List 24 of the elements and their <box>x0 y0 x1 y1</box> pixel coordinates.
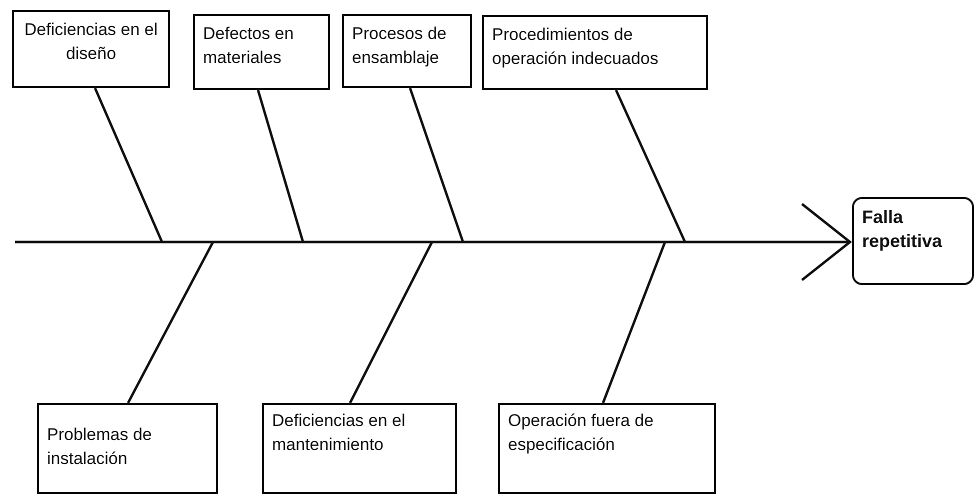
cause-box <box>12 10 170 88</box>
bone-line <box>256 90 304 242</box>
spine-arrow <box>15 202 852 282</box>
bone-line <box>408 88 464 242</box>
cause-box <box>37 403 218 494</box>
cause-box <box>498 403 716 494</box>
bone-line <box>126 241 214 404</box>
bone-line <box>602 242 666 404</box>
cause-label: Problemas de instalación <box>47 424 153 470</box>
cause-box <box>193 14 330 90</box>
bone-line <box>614 89 686 243</box>
cause-label: Deficiencias en el diseño <box>23 19 159 65</box>
effect-box <box>852 197 974 285</box>
cause-box <box>482 15 708 90</box>
bone-line <box>94 88 164 242</box>
cause-box <box>342 14 472 88</box>
cause-box <box>262 403 457 494</box>
effect-label: Falla repetitiva <box>862 206 944 253</box>
cause-label: Procedimientos de operación indecuados <box>492 24 660 70</box>
cause-label: Procesos de ensamblaje <box>352 23 448 69</box>
cause-label: Defectos en materiales <box>203 23 295 69</box>
cause-label: Deficiencias en el mantenimiento <box>272 410 406 456</box>
bone-line <box>348 241 434 404</box>
cause-label: Operación fuera de especificación <box>508 410 655 456</box>
